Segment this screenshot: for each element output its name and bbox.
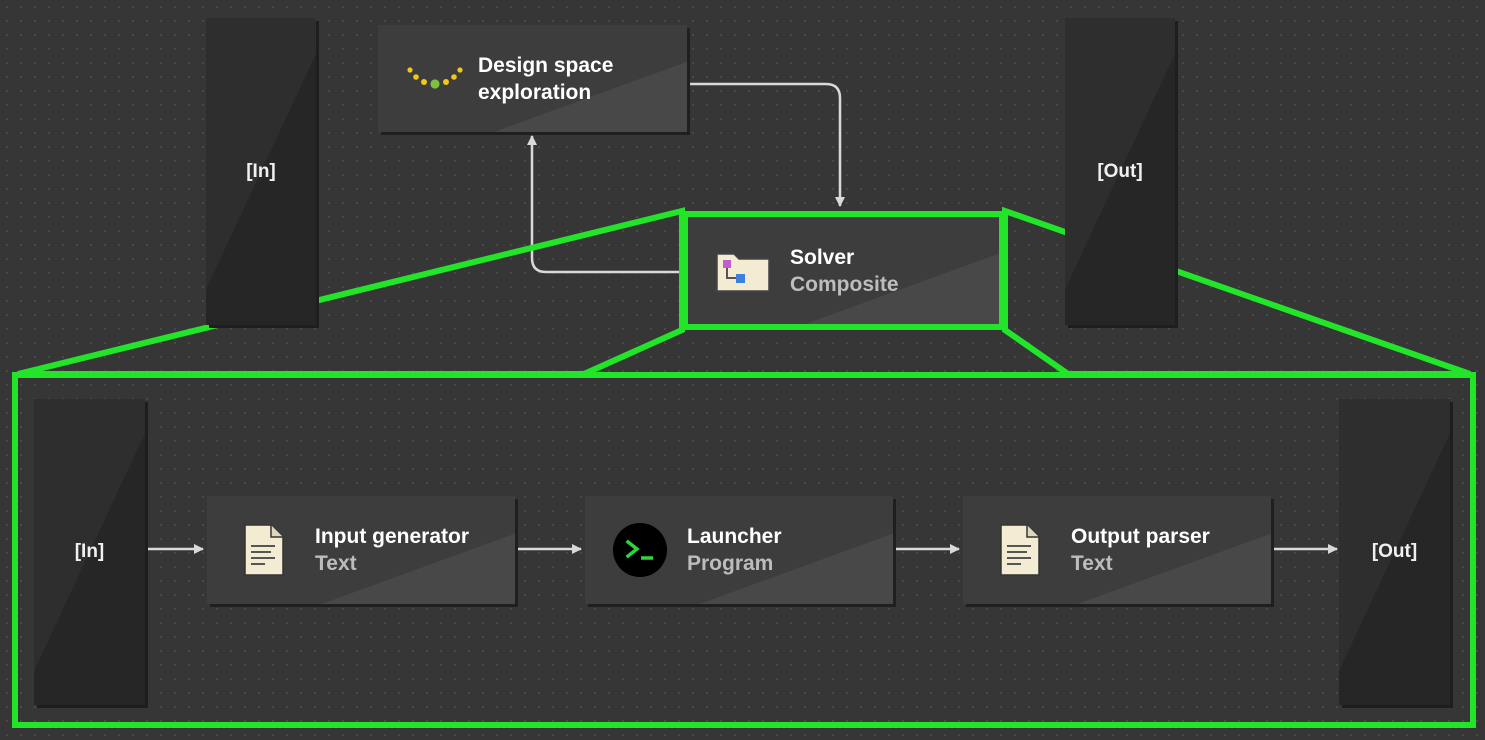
output-parser-node[interactable]: Output parser Text	[963, 496, 1271, 604]
expanded-composite-frame	[12, 372, 1476, 728]
launcher-node[interactable]: Launcher Program	[585, 496, 893, 604]
text-document-icon	[991, 524, 1049, 576]
connector-solver-to-dse	[527, 135, 688, 274]
expanded-in-port[interactable]: [In]	[34, 399, 145, 705]
solver-title: Solver	[790, 245, 855, 269]
text-document-icon	[235, 524, 293, 576]
launcher-title: Launcher	[687, 525, 782, 548]
input-generator-title: Input generator	[315, 525, 470, 548]
top-out-port-label: [Out]	[1097, 160, 1143, 182]
output-parser-subtitle: Text	[1071, 552, 1113, 575]
solver-subtitle: Composite	[790, 272, 899, 296]
terminal-program-icon	[611, 523, 669, 577]
input-generator-subtitle: Text	[315, 552, 357, 575]
input-generator-node[interactable]: Input generator Text	[207, 496, 515, 604]
composite-folder-icon	[714, 245, 772, 297]
output-parser-title: Output parser	[1071, 525, 1210, 548]
dse-title-line2: exploration	[478, 80, 592, 104]
expanded-out-port[interactable]: [Out]	[1339, 399, 1450, 705]
top-in-port-label: [In]	[246, 160, 276, 182]
launcher-subtitle: Program	[687, 552, 774, 575]
dse-title-line1: Design space	[478, 53, 614, 77]
top-out-port[interactable]: [Out]	[1065, 18, 1175, 325]
expanded-in-port-label: [In]	[74, 541, 105, 562]
top-in-port[interactable]: [In]	[206, 18, 316, 325]
zoom-funnel-left	[17, 207, 685, 377]
design-space-exploration-icon	[406, 53, 464, 105]
solver-node[interactable]: Solver Composite	[682, 211, 1005, 330]
dse-node[interactable]: Design space exploration	[378, 25, 687, 132]
connector-dse-to-solver	[688, 82, 845, 207]
expanded-out-port-label: [Out]	[1371, 541, 1418, 562]
